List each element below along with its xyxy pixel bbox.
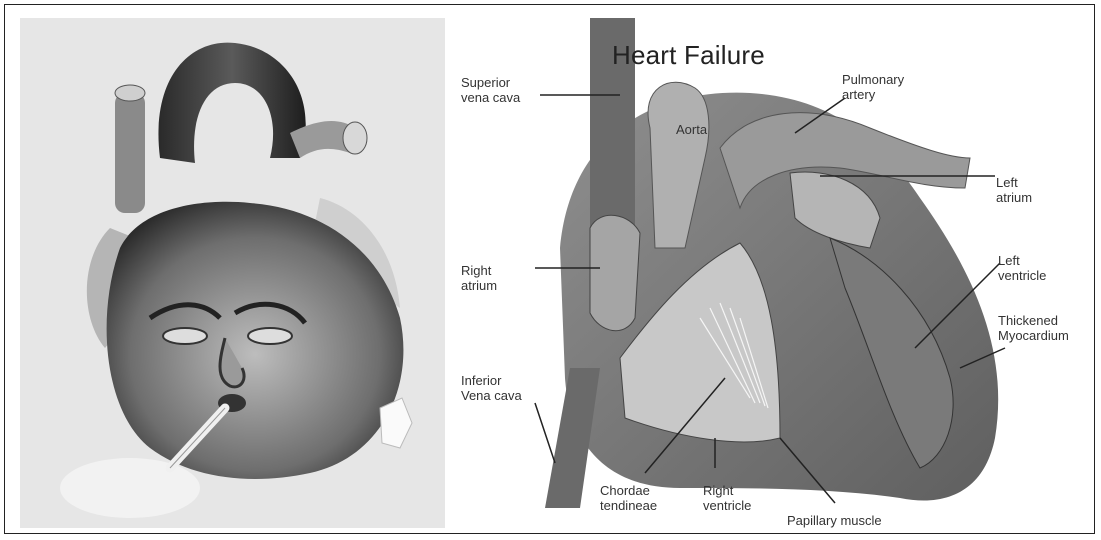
label-left-atrium: Left atrium (996, 175, 1032, 205)
label-thickened-myocardium: Thickened Myocardium (998, 313, 1069, 343)
label-chordae-tendineae: Chordae tendineae (600, 483, 657, 513)
label-papillary-muscle: Papillary muscle (787, 513, 882, 528)
heart-cross-section-drawing (450, 18, 1090, 528)
label-right-atrium: Right atrium (461, 263, 497, 293)
label-right-ventricle: Right ventricle (703, 483, 751, 513)
label-aorta: Aorta (676, 122, 707, 137)
label-superior-vena-cava: Superior vena cava (461, 75, 520, 105)
caricature-heart-illustration (20, 18, 445, 528)
diagram-title: Heart Failure (612, 40, 765, 71)
heart-cross-section-diagram (450, 18, 1090, 528)
label-inferior-vena-cava: Inferior Vena cava (461, 373, 522, 403)
caricature-heart-drawing (20, 18, 445, 528)
label-left-ventricle: Left ventricle (998, 253, 1046, 283)
label-pulmonary-artery: Pulmonary artery (842, 72, 904, 102)
